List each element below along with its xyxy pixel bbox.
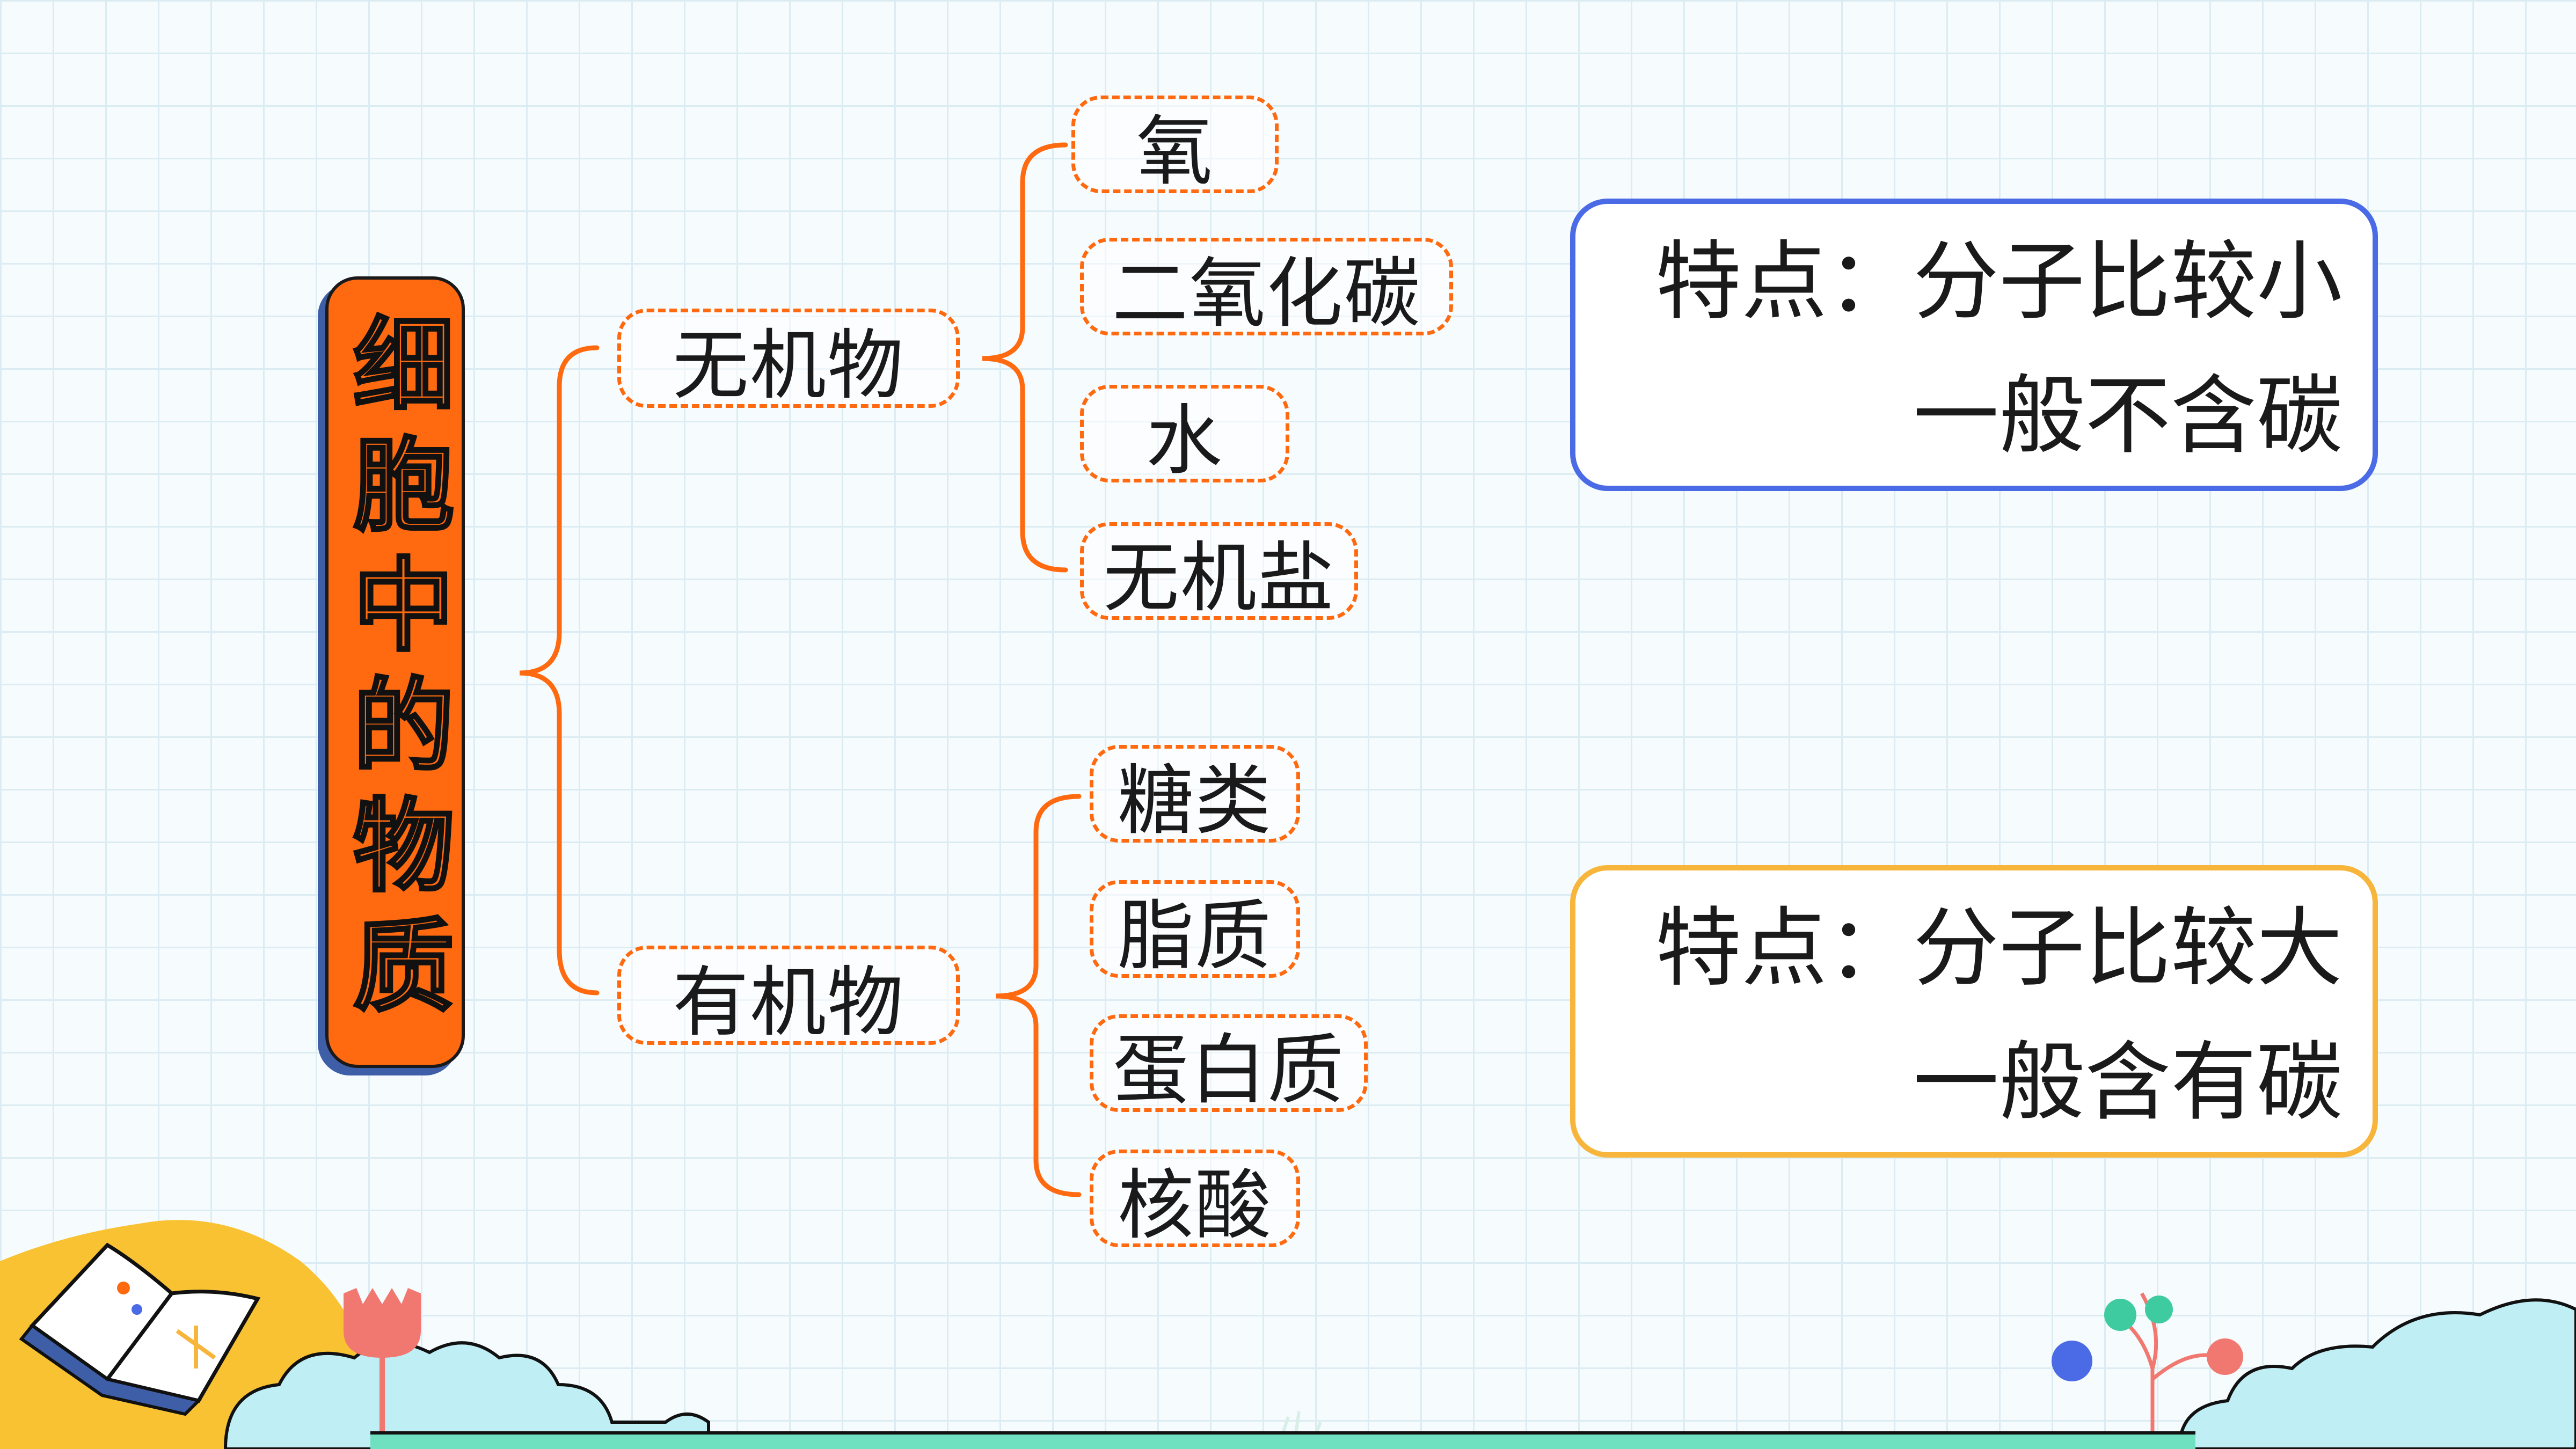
- diagram-title: 细胞中的物质: [335, 311, 456, 1035]
- inorganic-bracket: [982, 142, 1068, 573]
- cloud-icon-right: [2177, 1298, 2576, 1449]
- branch-organic-label: 有机物: [673, 958, 904, 1047]
- main-bracket: [519, 345, 600, 996]
- item-lipid: 脂质: [1090, 880, 1300, 980]
- tree-icon: [2052, 1292, 2243, 1449]
- item-oxygen: 氧: [1071, 96, 1279, 196]
- item-nucleic-acid: 核酸: [1090, 1150, 1300, 1250]
- organic-bracket: [995, 794, 1082, 1197]
- feature-organic-line2: 一般含有碳: [1913, 1032, 2343, 1132]
- title-box: 细胞中的物质: [325, 276, 465, 1068]
- item-water: 水: [1080, 385, 1289, 485]
- cloud-icon: [223, 1341, 710, 1449]
- item-inorganic-salt-label: 无机盐: [1103, 534, 1335, 623]
- item-carbon-dioxide-label: 二氧化碳: [1112, 250, 1421, 338]
- feature-organic-line1: 特点：分子比较大: [1655, 898, 2343, 998]
- item-lipid-label: 脂质: [1118, 892, 1272, 980]
- item-nucleic-acid-label: 核酸: [1118, 1161, 1272, 1250]
- feature-inorganic-line2: 一般不含碳: [1913, 365, 2343, 466]
- item-water-label: 水: [1146, 397, 1223, 485]
- item-protein-label: 蛋白质: [1113, 1026, 1345, 1115]
- item-sugar-label: 糖类: [1118, 757, 1272, 845]
- item-protein: 蛋白质: [1090, 1014, 1368, 1115]
- item-oxygen-label: 氧: [1136, 107, 1214, 196]
- feature-inorganic-line1: 特点：分子比较小: [1655, 231, 2343, 332]
- item-carbon-dioxide: 二氧化碳: [1080, 238, 1453, 338]
- item-inorganic-salt: 无机盐: [1080, 522, 1358, 623]
- branch-organic: 有机物: [617, 946, 960, 1047]
- bottom-decoration: [0, 1220, 2576, 1449]
- branch-inorganic: 无机物: [617, 309, 960, 410]
- item-sugar: 糖类: [1090, 745, 1300, 845]
- feature-panel-organic: 特点：分子比较大 一般含有碳: [1570, 865, 2378, 1158]
- open-book-icon: [19, 1242, 261, 1416]
- feature-panel-inorganic: 特点：分子比较小 一般不含碳: [1570, 199, 2378, 491]
- branch-inorganic-label: 无机物: [673, 321, 904, 410]
